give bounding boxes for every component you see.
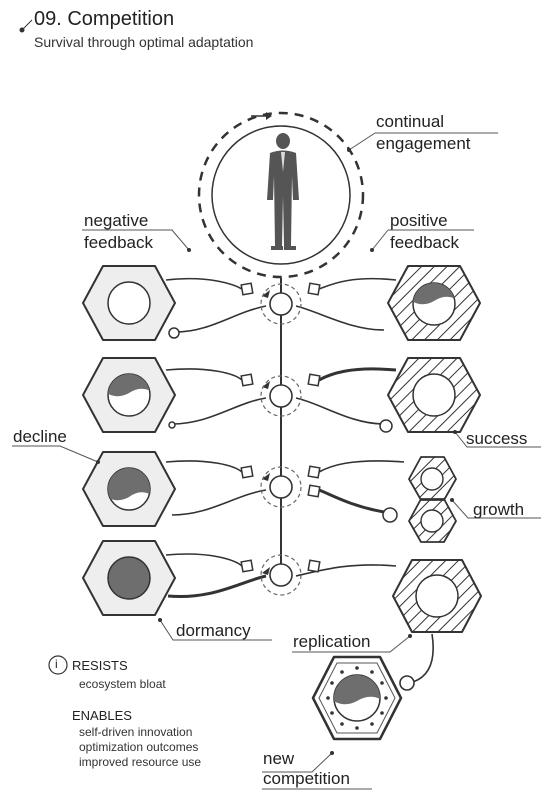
spine-arrows (262, 290, 270, 575)
label-competition: competition (263, 769, 350, 788)
right-connectors (295, 277, 405, 577)
label-negative: negative (84, 211, 149, 230)
label-continual: continual (376, 112, 445, 131)
label-positive-feedback: feedback (390, 233, 459, 252)
page-subtitle: Survival through optimal adaptation (34, 34, 254, 50)
hexagon-new-competition (311, 655, 403, 741)
hexagon-negative-2 (82, 357, 176, 433)
label-new: new (263, 749, 295, 768)
leader-dots (96, 148, 457, 755)
hexagon-positive-2 (387, 357, 481, 433)
left-connectors (165, 277, 267, 599)
connector-nodes (168, 282, 398, 573)
label-positive: positive (390, 211, 448, 230)
hexagon-negative-3 (82, 451, 176, 527)
label-replication: replication (293, 632, 371, 651)
label-decline: decline (13, 427, 67, 446)
info-icon (48, 655, 68, 675)
title-bullet-line (21, 19, 33, 31)
legend-resists-item: ecosystem bloat (79, 677, 166, 691)
spine-junctions (260, 283, 302, 596)
hexagon-replication (392, 559, 482, 633)
label-negative-feedback: feedback (84, 233, 153, 252)
person-figure-icon (267, 133, 299, 250)
label-growth: growth (473, 500, 525, 519)
hexagon-positive-1 (387, 265, 481, 341)
legend-resists-heading: RESISTS (72, 658, 128, 673)
legend-enables-item: optimization outcomes (79, 740, 199, 754)
label-dormancy: dormancy (176, 621, 251, 640)
label-engagement: engagement (376, 134, 471, 153)
hexagon-negative-4 (82, 540, 176, 616)
hexagon-growth-top (408, 456, 457, 501)
hexagon-growth-bottom (408, 498, 457, 543)
legend-enables-item: self-driven innovation (79, 725, 193, 739)
label-success: success (466, 429, 528, 448)
hexagon-negative-1 (82, 265, 176, 341)
page-title: 09. Competition (34, 8, 175, 30)
arrow-icon (266, 112, 272, 120)
replication-connector (412, 633, 434, 683)
legend-enables-item: improved resource use (79, 755, 202, 769)
label-leaders (12, 132, 541, 790)
legend-enables-heading: ENABLES (72, 708, 132, 723)
info-glyph: i (55, 657, 58, 671)
